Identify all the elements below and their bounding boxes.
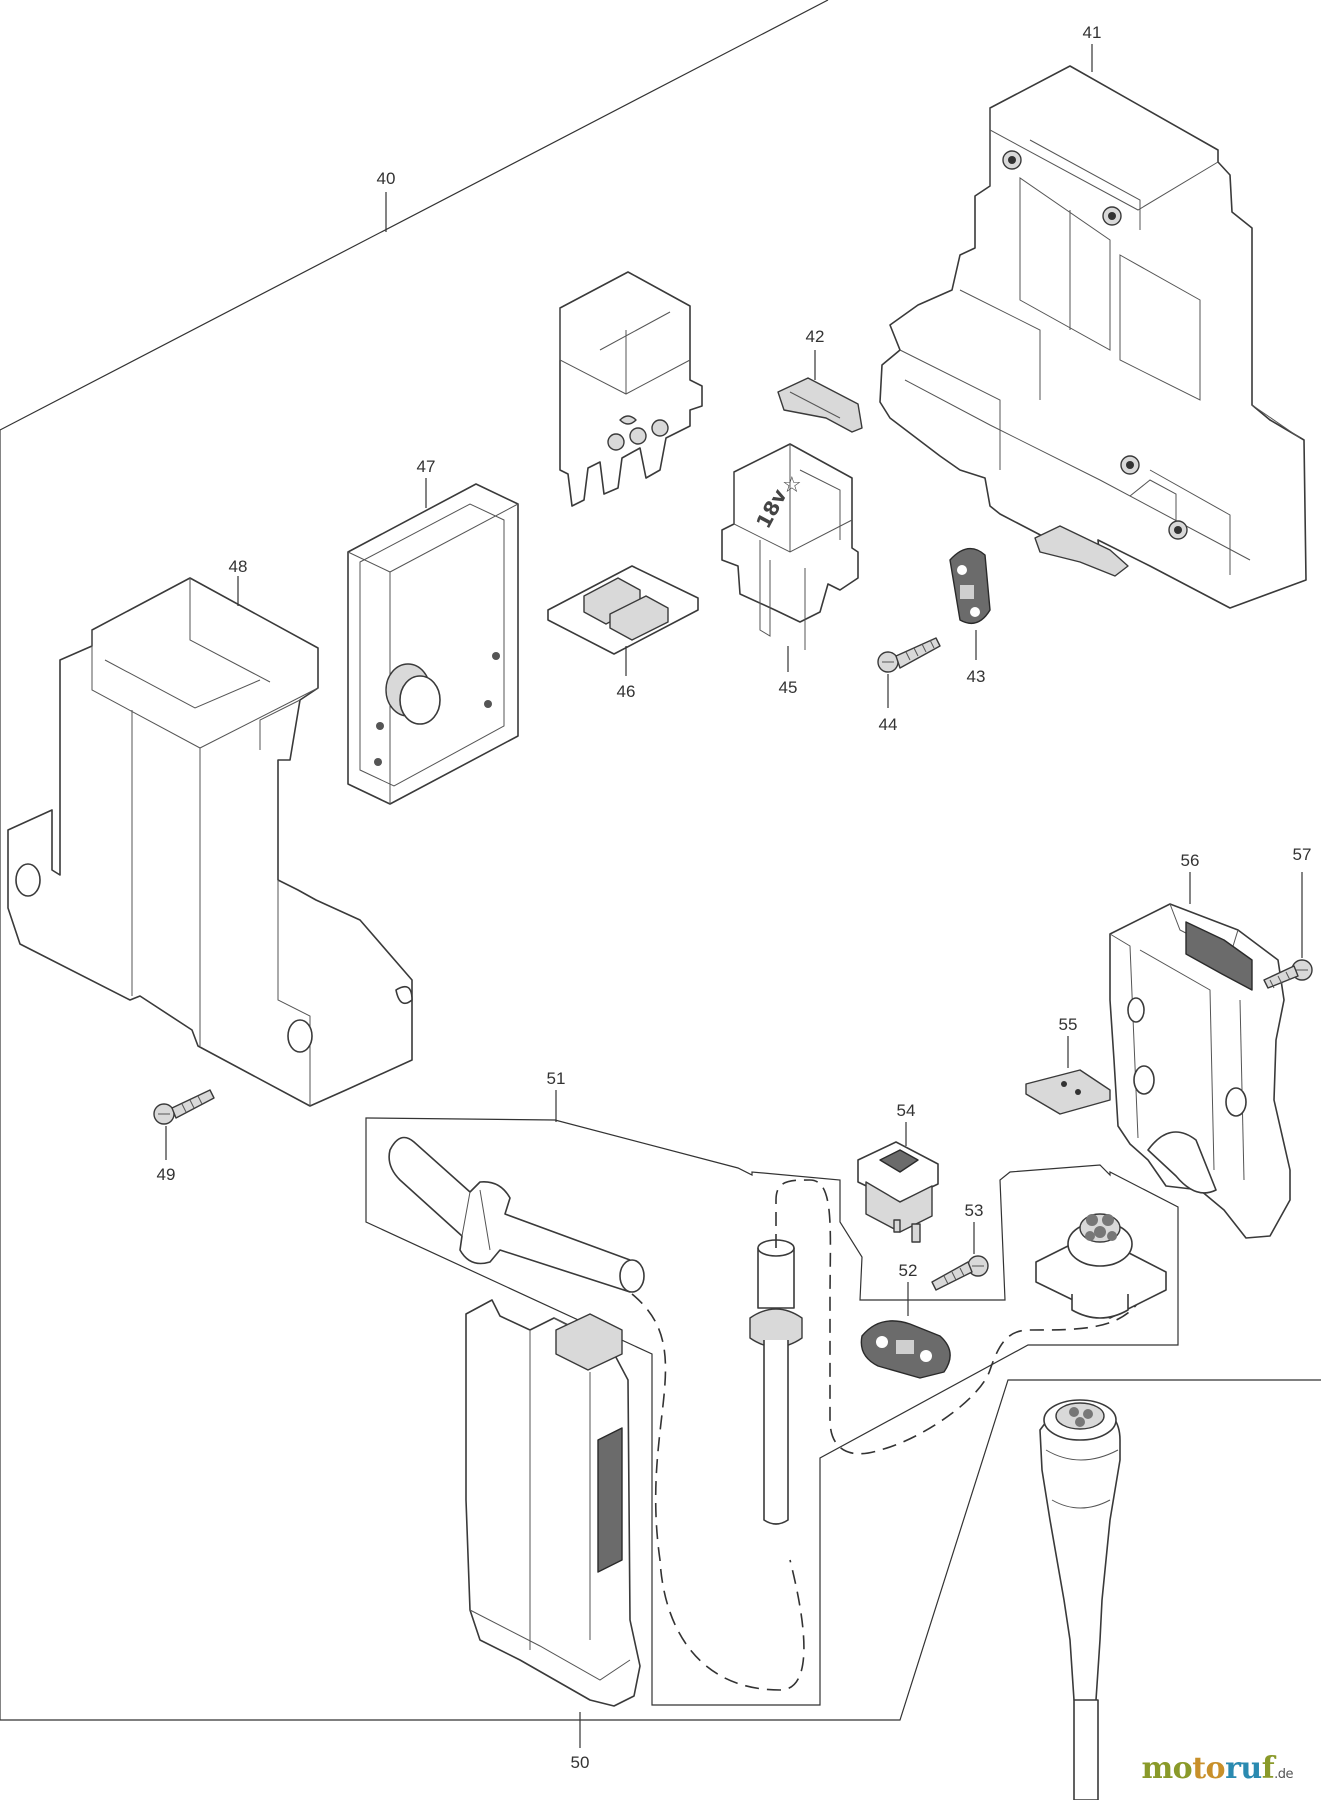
part-44-screw xyxy=(877,637,941,673)
part-50-battery-pack xyxy=(465,1299,641,1707)
label-40: 40 xyxy=(377,169,396,188)
label-49: 49 xyxy=(157,1165,176,1184)
assembly-40-boundary xyxy=(0,0,1321,1721)
label-43: 43 xyxy=(967,667,986,686)
label-42: 42 xyxy=(806,327,825,346)
label-53: 53 xyxy=(965,1201,984,1220)
part-54-rocker-switch xyxy=(857,1141,939,1243)
label-56: 56 xyxy=(1181,851,1200,870)
cable-plug-end xyxy=(1039,1399,1121,1800)
part-56-rear-cover xyxy=(1109,903,1291,1239)
label-57: 57 xyxy=(1293,845,1312,864)
label-46: 46 xyxy=(617,682,636,701)
part-42-contact-clip xyxy=(777,377,863,433)
part-55-plate xyxy=(1025,1069,1111,1115)
part-41-clip xyxy=(1034,525,1129,577)
label-41: 41 xyxy=(1083,23,1102,42)
watermark-tld: .de xyxy=(1274,1767,1293,1782)
label-48: 48 xyxy=(229,557,248,576)
part-57-screw xyxy=(1263,959,1313,989)
part-51-socket-connector xyxy=(1035,1213,1167,1319)
label-52: 52 xyxy=(899,1261,918,1280)
part-41-main-housing xyxy=(879,65,1307,609)
part-52-grommet xyxy=(860,1320,951,1379)
part-49-screw xyxy=(153,1089,215,1125)
label-45: 45 xyxy=(779,678,798,697)
label-50: 50 xyxy=(571,1753,590,1772)
part-47-cover-plate xyxy=(347,483,519,805)
label-55: 55 xyxy=(1059,1015,1078,1034)
label-51: 51 xyxy=(547,1069,566,1088)
part-48-housing-shell xyxy=(7,577,413,1107)
part-51-power-cable xyxy=(388,1136,1141,1691)
part-45-terminal-holder: 18v ☆ xyxy=(721,443,859,650)
part-46-circuit-board xyxy=(547,271,703,655)
star-icon: ☆ xyxy=(782,473,802,498)
assembly-51-boundary xyxy=(365,1117,1179,1706)
part-43-grommet xyxy=(949,547,991,624)
label-47: 47 xyxy=(417,457,436,476)
label-44: 44 xyxy=(879,715,898,734)
part-53-screw xyxy=(931,1255,989,1291)
watermark-logo: motorufmotoruf.de xyxy=(1141,1751,1293,1786)
label-54: 54 xyxy=(897,1101,916,1120)
